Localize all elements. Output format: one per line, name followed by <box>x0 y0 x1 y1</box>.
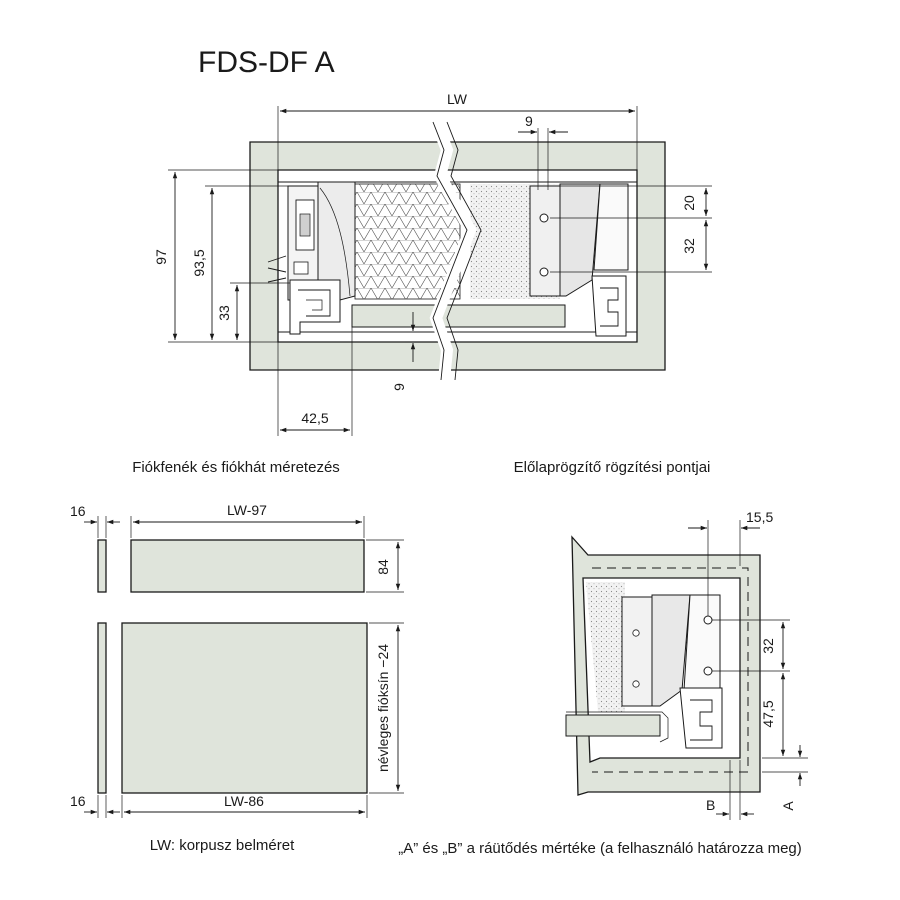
dim-9-top: 9 <box>525 113 533 129</box>
drawer-bottom-plate <box>351 304 566 328</box>
side-strip-bottom <box>97 622 107 794</box>
label-b: B <box>706 797 715 813</box>
caption-sizing: Fiókfenék és fiókhát méretezés <box>132 459 340 476</box>
top-section-view: LW 9 20 32 97 93,5 33 9 <box>153 91 712 436</box>
dim-9-bottom: 9 <box>391 383 407 391</box>
caption-ab-note: „A” és „B” a ráütődés mértéke (a felhasz… <box>398 840 802 857</box>
label-a: A <box>780 801 796 811</box>
left-runner-profile <box>267 181 356 335</box>
dim-16-bottom: 16 <box>70 793 86 809</box>
right-fixing-bracket <box>529 183 629 337</box>
dim-nominal-rail: névleges fióksín −24 <box>375 644 391 772</box>
dim-32-top: 32 <box>681 238 697 254</box>
dim-47-5: 47,5 <box>760 700 776 727</box>
caption-lw-note: LW: korpusz belméret <box>150 837 295 854</box>
fixing-detail-view: 15,5 32 47,5 A B <box>565 509 808 820</box>
page-title: FDS-DF A <box>198 46 335 79</box>
dim-84: 84 <box>375 559 391 575</box>
dim-32-detail: 32 <box>760 638 776 654</box>
dim-lw-97: LW-97 <box>227 502 267 518</box>
dim-42-5: 42,5 <box>301 410 328 426</box>
dim-lw: LW <box>447 91 468 107</box>
dim-93-5: 93,5 <box>191 249 207 276</box>
drawer-back-texture <box>354 183 461 300</box>
dim-97: 97 <box>153 249 169 265</box>
cabinet-corner-panel <box>571 535 761 796</box>
cabinet-frame <box>249 141 666 371</box>
dim-16-top: 16 <box>70 503 86 519</box>
dim-15-5: 15,5 <box>746 509 773 525</box>
sizing-view: 16 LW-97 84 névleges fióksín −24 16 LW-8… <box>70 502 404 818</box>
drawer-back-panel <box>130 539 365 593</box>
drawer-bottom-panel <box>121 622 368 794</box>
side-strip-top <box>97 539 107 593</box>
dim-lw-86: LW-86 <box>224 793 264 809</box>
caption-fixing: Előlaprögzítő rögzítési pontjai <box>514 459 711 476</box>
dim-33: 33 <box>216 305 232 321</box>
dim-20: 20 <box>681 195 697 211</box>
fixing-bracket <box>621 594 723 749</box>
